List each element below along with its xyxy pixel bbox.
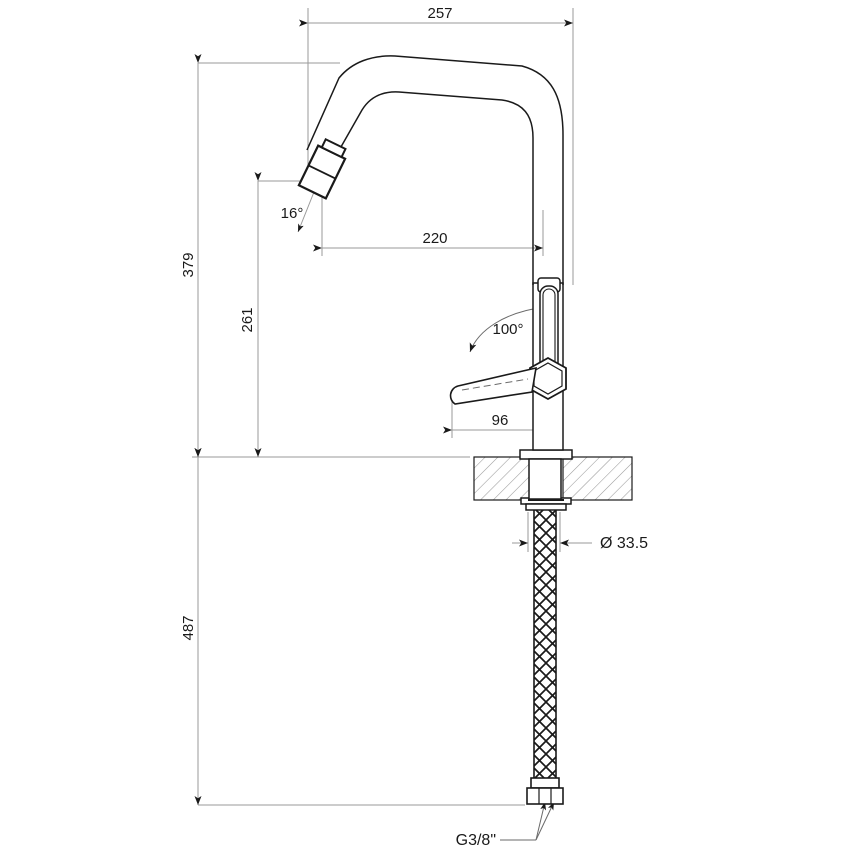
aerator-nut bbox=[297, 137, 347, 200]
dimension-spout-height: 379 bbox=[180, 54, 202, 457]
dimension-label-aerator-angle: 16° bbox=[281, 205, 304, 222]
dimension-total-height: 487 bbox=[180, 448, 202, 805]
callout-label-inlet-thread: G3/8" bbox=[456, 832, 496, 849]
gooseneck-spout bbox=[306, 55, 564, 285]
dimension-label-handle-offset: 96 bbox=[492, 412, 509, 429]
dimension-label-spout-height: 379 bbox=[180, 252, 197, 277]
callout-inlet-thread: G3/8" bbox=[456, 801, 555, 849]
countertop-section bbox=[473, 456, 633, 501]
hex-pivot-boss bbox=[529, 356, 567, 401]
dimension-label-spout-reach: 220 bbox=[422, 230, 447, 247]
dimension-spout-reach: 220 bbox=[313, 230, 543, 252]
dimension-label-handle-rotation: 100° bbox=[492, 321, 523, 338]
mounting-nut bbox=[520, 497, 572, 511]
dimension-spout-height-inner: 261 bbox=[239, 172, 262, 457]
braided-supply-hose bbox=[533, 507, 557, 787]
dimension-shank-diameter: Ø 33.5 bbox=[512, 535, 648, 552]
dimension-handle-offset: 96 bbox=[443, 412, 543, 434]
inlet-fitting bbox=[526, 777, 564, 805]
dimension-label-shank-diameter: Ø 33.5 bbox=[600, 535, 648, 552]
dimension-overall-width: 257 bbox=[299, 5, 573, 27]
lever-handle bbox=[449, 366, 537, 405]
faucet-shank bbox=[528, 458, 562, 500]
dimension-label-spout-height-inner: 261 bbox=[239, 307, 256, 332]
deck-flange bbox=[519, 449, 573, 460]
dimension-label-total-height: 487 bbox=[180, 615, 197, 640]
dimension-label-overall-width: 257 bbox=[427, 5, 452, 22]
